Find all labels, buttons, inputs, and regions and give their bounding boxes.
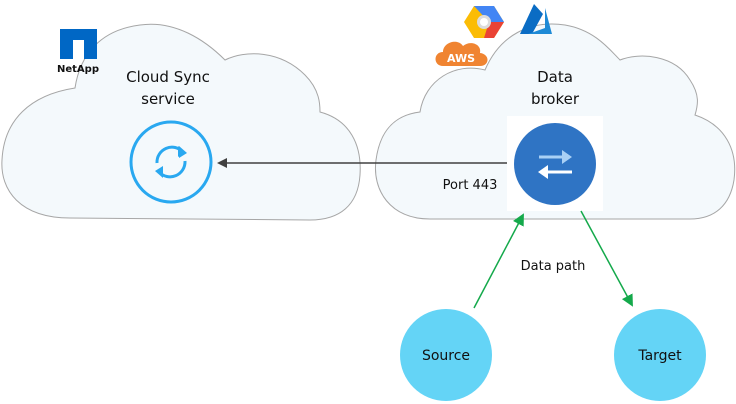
port-443-label: Port 443 xyxy=(443,178,498,193)
netapp-label: NetApp xyxy=(57,64,99,75)
broker-to-target-arrow xyxy=(580,210,633,307)
data-path-label: Data path xyxy=(521,259,586,274)
data-broker-title-line2: broker xyxy=(531,90,580,108)
transfer-arrows-icon xyxy=(538,150,572,179)
sync-icon xyxy=(155,145,187,179)
cloud-sync-service-node[interactable] xyxy=(129,120,213,204)
cloud-sync-title-line2: service xyxy=(141,90,195,108)
aws-logo: AWS xyxy=(435,41,488,66)
cloud-sync-title-line1: Cloud Sync xyxy=(126,68,210,86)
target-node[interactable]: Target xyxy=(614,309,706,401)
google-cloud-logo xyxy=(464,6,504,38)
netapp-logo xyxy=(60,29,97,59)
data-broker-title-line1: Data xyxy=(537,68,573,86)
source-to-broker-arrow xyxy=(473,213,524,309)
azure-logo xyxy=(520,4,552,34)
aws-label: AWS xyxy=(447,52,475,65)
data-broker-node[interactable] xyxy=(507,116,603,211)
target-label: Target xyxy=(637,348,682,364)
source-label: Source xyxy=(422,348,470,364)
source-node[interactable]: Source xyxy=(400,309,492,401)
